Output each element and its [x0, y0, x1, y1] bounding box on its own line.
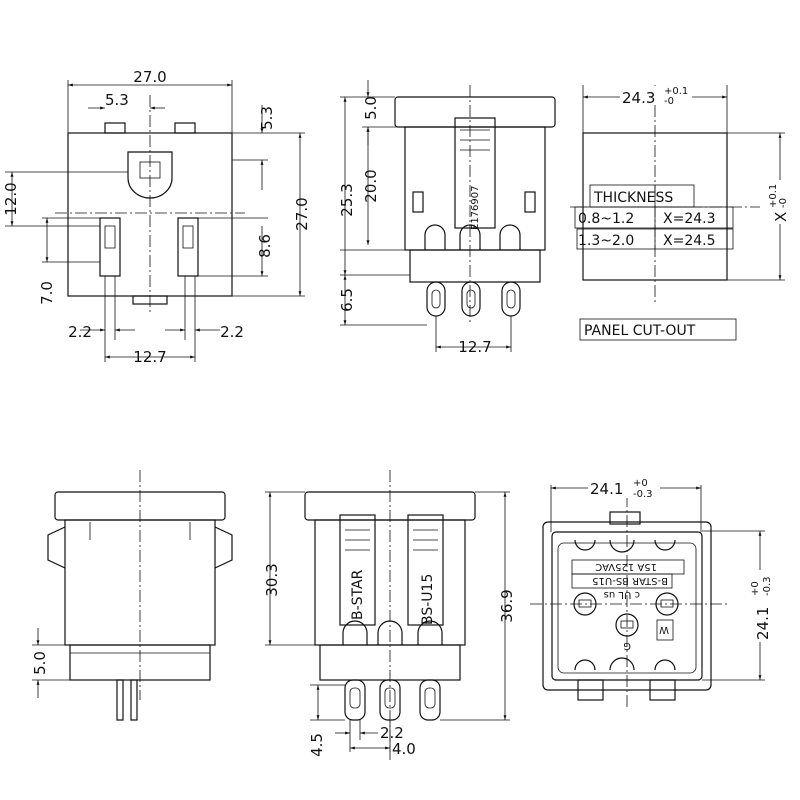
dim-offset-top: 5.3 [105, 91, 129, 109]
thickness-x-2: X=24.5 [663, 233, 716, 249]
side-view: E176907 5.0 20.0 25.3 6.5 12.7 [338, 80, 556, 356]
rear-height: 24.1 [754, 607, 772, 640]
dim-blade-width-right: 2.2 [220, 323, 244, 341]
cutout-height: X [772, 212, 790, 222]
cutout-width: 24.3 [622, 89, 655, 107]
rear-view: 15A 125VAC B-STAR BS-U15 c UL us W G 24.… [530, 478, 774, 710]
terminal-w-label: W [659, 624, 669, 635]
bottom-front-view: B-STAR BS-U15 30.3 36.9 4.5 2.2 4.0 [263, 470, 516, 760]
thickness-x-1: X=24.3 [663, 211, 716, 227]
cutout-title: PANEL CUT-OUT [584, 323, 696, 339]
panel-cutout: 24.3 +0.1 -0 X +0.1 -0 THICKNESS 0.8~1.2… [570, 85, 792, 341]
model-label: BS-U15 [420, 574, 436, 625]
dim-blade-pos: 7.0 [38, 281, 56, 305]
cutout-width-tol-minus: -0 [664, 96, 674, 107]
thickness-label: THICKNESS [593, 190, 673, 206]
dim-cap: 5.0 [362, 96, 380, 120]
dim-width: 27.0 [133, 68, 166, 86]
model-plate: B-STAR BS-U15 [592, 575, 668, 586]
cutout-height-tol-minus: -0 [778, 198, 789, 208]
dim-blade-length: 8.6 [256, 234, 274, 258]
dim-offset-right: 5.3 [258, 106, 276, 130]
dim-pin-width: 2.2 [380, 724, 404, 742]
ul-mark: c UL us [604, 589, 640, 600]
dim-height: 27.0 [293, 197, 311, 230]
dim-total: 25.3 [338, 183, 356, 216]
thickness-range-2: 1.3~2.0 [578, 233, 634, 249]
dim-pin-spacing: 4.0 [392, 740, 416, 758]
rear-height-tol-plus: +0 [750, 581, 761, 596]
front-view: 27.0 5.3 5.3 12.0 27.0 8.6 7.0 2.2 2.2 1… [2, 68, 311, 366]
brand-label: B-STAR [350, 569, 366, 620]
rear-height-tol-minus: -0.3 [762, 576, 773, 596]
dim-body-height: 30.3 [263, 563, 281, 596]
dim-body: 20.0 [362, 169, 380, 202]
thickness-range-1: 0.8~1.2 [578, 211, 634, 227]
bottom-side-view: 5.0 [31, 470, 233, 721]
dim-cap-bottom: 5.0 [31, 651, 49, 675]
dim-pin: 6.5 [338, 288, 356, 312]
dim-blade-width-left: 2.2 [68, 323, 92, 341]
rear-width-tol-plus: +0 [633, 478, 648, 489]
dim-blade-spacing: 12.7 [133, 348, 166, 366]
rear-width-tol-minus: -0.3 [633, 489, 653, 500]
cutout-width-tol-plus: +0.1 [664, 86, 688, 97]
rating-label: 15A 125VAC [595, 561, 657, 572]
dim-total-height: 36.9 [498, 589, 516, 622]
dim-pin-offset: 4.5 [308, 733, 326, 757]
rear-width: 24.1 [590, 480, 623, 498]
certificate-number: E176907 [470, 186, 481, 231]
dim-spacing: 12.7 [458, 338, 491, 356]
dim-ground-offset: 12.0 [2, 182, 20, 215]
cutout-height-tol-plus: +0.1 [768, 184, 779, 208]
